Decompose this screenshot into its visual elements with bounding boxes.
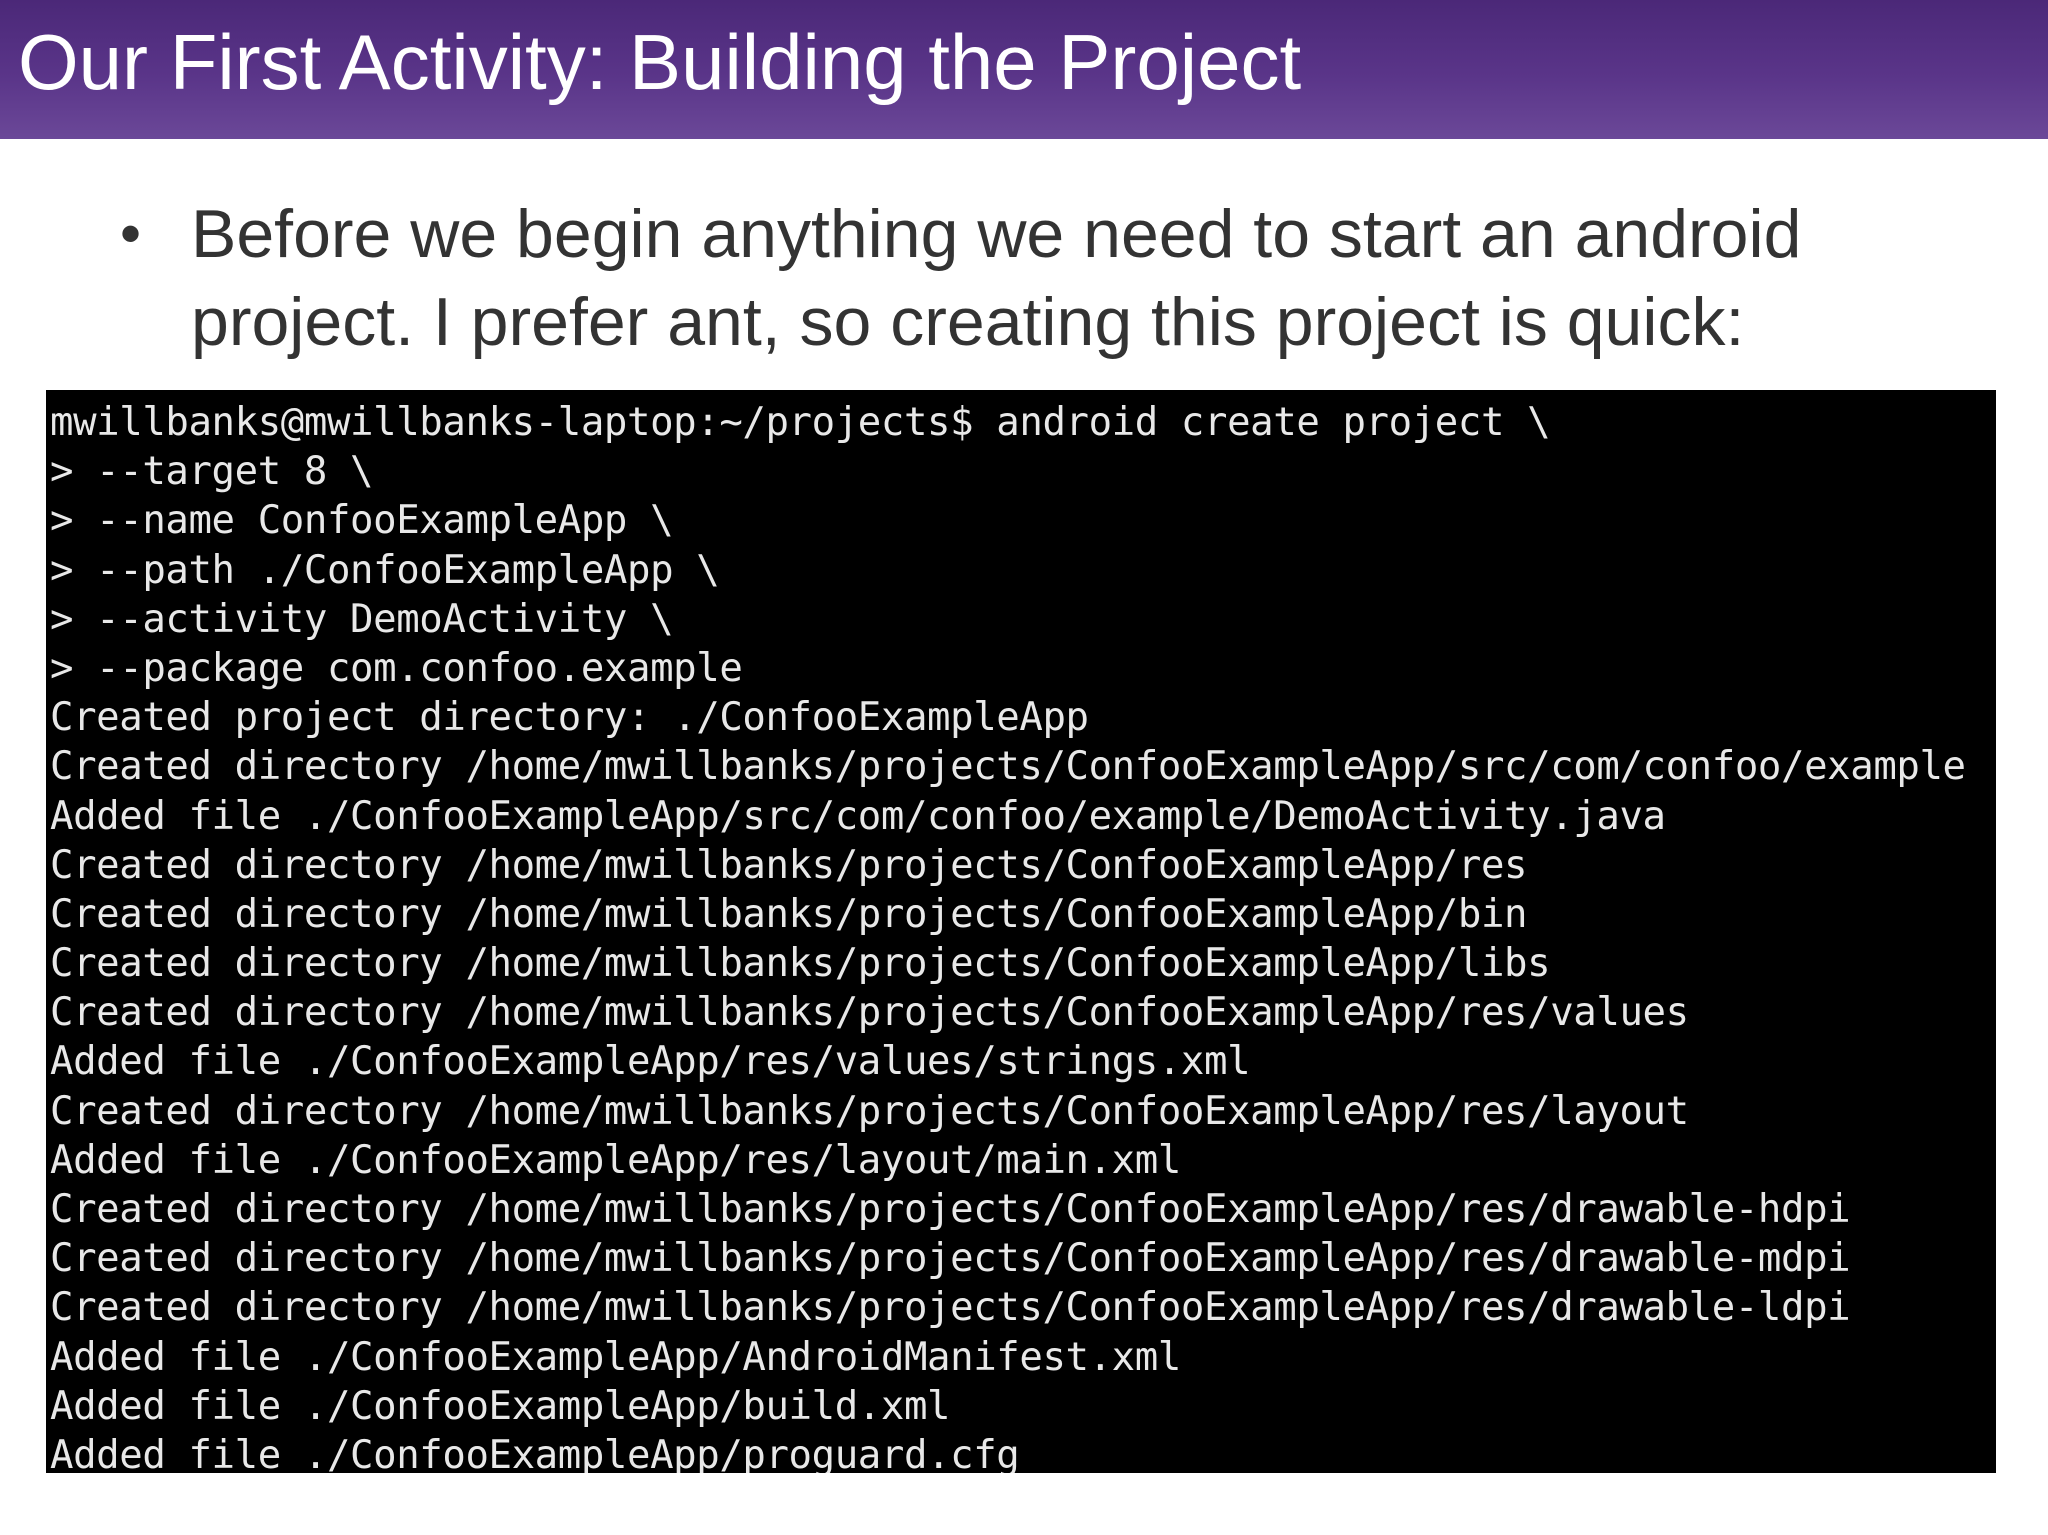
terminal-line: Created directory /home/mwillbanks/proje… (50, 1236, 1851, 1282)
terminal-line: Added file ./ConfooExampleApp/res/layout… (50, 1137, 1181, 1183)
terminal-line: > --target 8 \ (50, 449, 374, 495)
terminal-line: Created directory /home/mwillbanks/proje… (50, 891, 1528, 937)
terminal-line: > --name ConfooExampleApp \ (50, 498, 674, 544)
terminal-line: Created directory /home/mwillbanks/proje… (50, 941, 1551, 987)
terminal-line: Created project directory: ./ConfooExamp… (50, 695, 1089, 741)
terminal-line: > --activity DemoActivity \ (50, 596, 674, 642)
terminal-line: Created directory /home/mwillbanks/proje… (50, 1285, 1851, 1331)
terminal-output: mwillbanks@mwillbanks-laptop:~/projects$… (50, 398, 1966, 1473)
terminal-line: > --package com.confoo.example (50, 645, 743, 691)
terminal-screenshot: mwillbanks@mwillbanks-laptop:~/projects$… (46, 390, 1996, 1473)
terminal-line: Created directory /home/mwillbanks/proje… (50, 1088, 1689, 1134)
terminal-line: Added file ./ConfooExampleApp/res/values… (50, 1039, 1251, 1085)
terminal-line: Created directory /home/mwillbanks/proje… (50, 842, 1528, 888)
terminal-line: mwillbanks@mwillbanks-laptop:~/projects$… (50, 400, 1551, 445)
terminal-line: Created directory /home/mwillbanks/proje… (50, 990, 1689, 1036)
terminal-line: > --path ./ConfooExampleApp \ (50, 547, 720, 593)
slide-title: Our First Activity: Building the Project (18, 18, 1302, 106)
terminal-line: Added file ./ConfooExampleApp/src/com/co… (50, 793, 1666, 839)
terminal-line: Added file ./ConfooExampleApp/AndroidMan… (50, 1334, 1181, 1380)
terminal-line: Created directory /home/mwillbanks/proje… (50, 744, 1966, 790)
bullet-text-line-1: Before we begin anything we need to star… (191, 196, 1802, 272)
terminal-line: Created directory /home/mwillbanks/proje… (50, 1187, 1851, 1232)
bullet-marker: • (120, 200, 142, 267)
bullet-text-line-2: project. I prefer ant, so creating this … (191, 284, 1745, 360)
terminal-line: Added file ./ConfooExampleApp/proguard.c… (50, 1432, 1020, 1473)
terminal-line: Added file ./ConfooExampleApp/build.xml (50, 1383, 951, 1429)
title-bar: Our First Activity: Building the Project (0, 0, 2048, 139)
